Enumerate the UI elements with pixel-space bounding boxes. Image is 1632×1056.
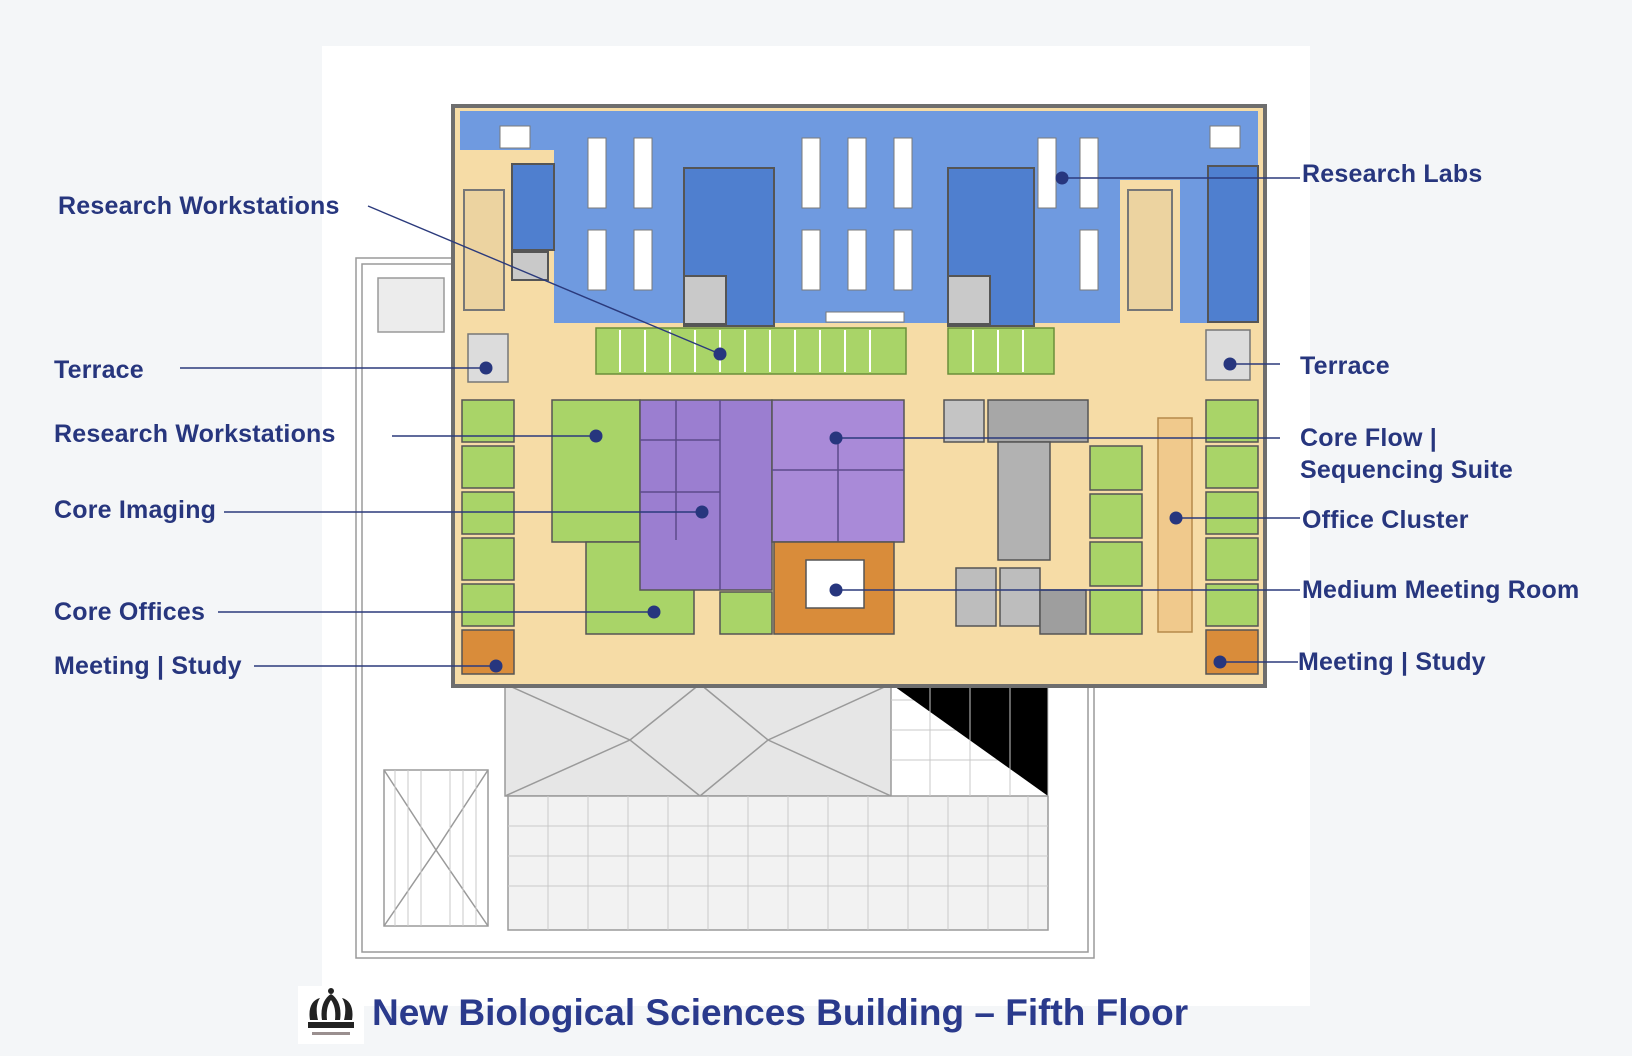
terrace-right-area [1205, 329, 1251, 381]
office-cluster-zone [1089, 445, 1143, 635]
label-medium-meeting-room: Medium Meeting Room [1302, 576, 1580, 604]
core-services [943, 399, 1089, 635]
label-core-flow-line1: Core Flow | [1300, 424, 1437, 452]
label-core-offices: Core Offices [54, 598, 206, 626]
right-offices [1205, 399, 1259, 675]
marker-dots [479, 171, 1237, 673]
office-cluster-table [1157, 417, 1193, 633]
label-office-cluster: Office Cluster [1302, 506, 1469, 534]
label-terrace-left: Terrace [54, 356, 144, 384]
leader-lines [180, 177, 1300, 667]
lab-benches [499, 125, 1241, 323]
workstations-row [595, 327, 1055, 375]
crown-logo [298, 986, 364, 1044]
label-meeting-study-left: Meeting | Study [54, 652, 242, 680]
terrace-left-area [467, 333, 509, 383]
label-core-flow-line2: Sequencing Suite [1300, 456, 1513, 484]
label-terrace-right: Terrace [1300, 352, 1390, 380]
label-meeting-study-right: Meeting | Study [1298, 648, 1486, 676]
label-research-workstations-top: Research Workstations [58, 192, 340, 220]
label-research-workstations-mid: Research Workstations [54, 420, 336, 448]
label-core-imaging: Core Imaging [54, 496, 217, 524]
crown-icon [308, 988, 354, 1035]
label-core-flow: Core Flow | Sequencing Suite [1300, 422, 1513, 486]
page-title: New Biological Sciences Building – Fifth… [372, 992, 1189, 1033]
label-research-labs: Research Labs [1302, 160, 1483, 188]
core-imaging-zone [639, 399, 905, 591]
